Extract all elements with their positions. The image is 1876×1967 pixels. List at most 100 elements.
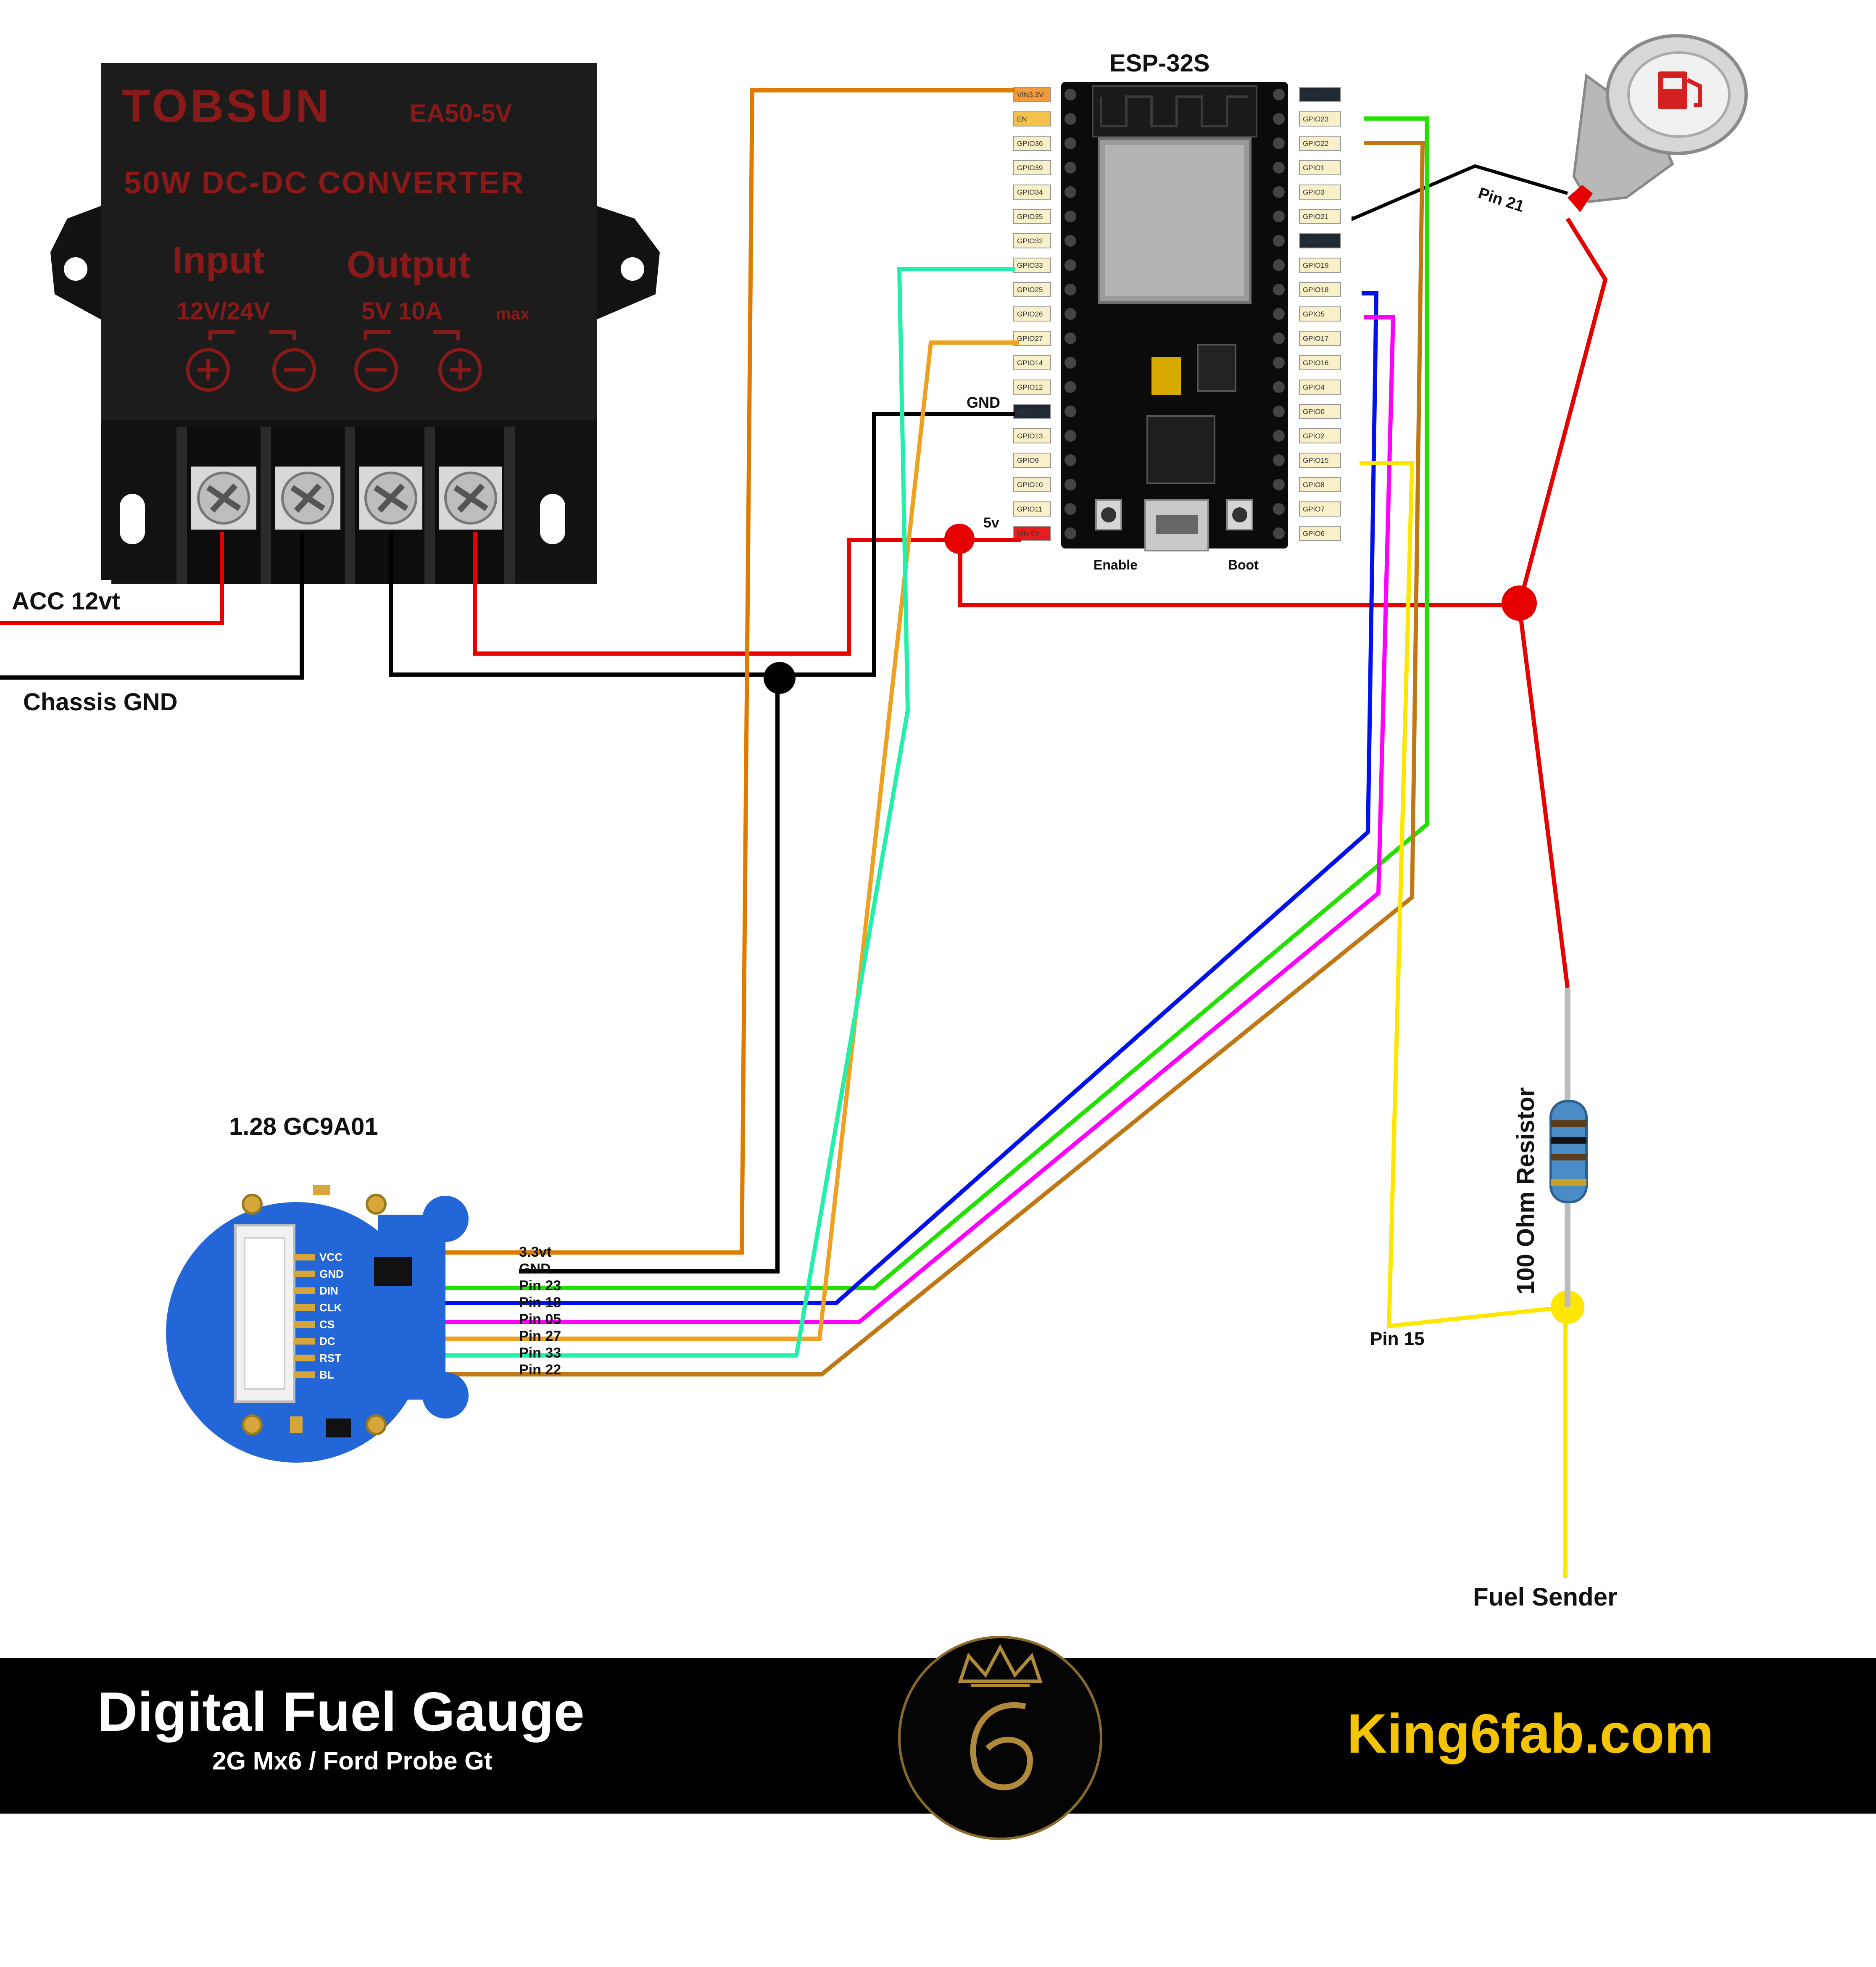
wire-acc-12v <box>0 532 224 625</box>
esp32-right-pin-label: GPIO8 <box>1303 481 1325 489</box>
esp32-left-pin: GPIO39 <box>1013 160 1076 175</box>
esp32-right-pin-label: GPIO2 <box>1303 432 1325 440</box>
esp32-left-pin: GPIO25 <box>1013 282 1076 297</box>
esp32-right-pin-header: GNDGPIO23GPIO22GPIO1GPIO3GPIO21GNDGPIO19… <box>1273 87 1341 541</box>
esp32-left-pin: GPIO33 <box>1013 258 1076 273</box>
esp32-left-pin: GPIO26 <box>1013 306 1076 322</box>
esp32-right-pin-label: GPIO6 <box>1303 530 1325 538</box>
junction-5v <box>944 524 975 554</box>
esp32-right-pin: GPIO23 <box>1273 111 1341 127</box>
esp32-left-pin-label: GPIO9 <box>1017 456 1039 464</box>
wire-5v-branch <box>958 540 1519 607</box>
footer-subtitle: 2G Mx6 / Ford Probe Gt <box>212 1747 493 1775</box>
esp32-left-pin-label: GPIO34 <box>1017 188 1043 196</box>
esp32-right-pin: GPIO16 <box>1273 355 1341 370</box>
esp32-left-pin: EN <box>1013 111 1076 127</box>
king6-crown-logo <box>898 1636 1102 1840</box>
esp32-right-pin-label: GND <box>1303 91 1319 99</box>
esp32-right-pin: GPIO3 <box>1273 185 1341 200</box>
esp32-right-pin-label: GPIO5 <box>1303 310 1325 318</box>
footer-banner: Digital Fuel Gauge 2G Mx6 / Ford Probe G… <box>0 1636 1876 1840</box>
esp32-right-pin-label: GPIO21 <box>1303 213 1328 221</box>
wire-rst-pin33 <box>370 267 1015 1358</box>
esp32-left-pin: GPIO32 <box>1013 233 1076 248</box>
esp32-left-pin-label: VIN3.3V <box>1017 91 1044 99</box>
display-pin-pad <box>294 1355 315 1361</box>
terminal-dividers <box>177 427 515 584</box>
esp32-left-pin: GPIO14 <box>1013 355 1076 370</box>
display-pin-pad <box>294 1304 315 1311</box>
fuel-pump-icon <box>1658 71 1702 109</box>
esp32-left-pin: GPIO10 <box>1013 477 1076 492</box>
esp32-right-pin-label: GPIO1 <box>1303 164 1325 172</box>
chassis-gnd-label: Chassis GND <box>23 688 177 716</box>
resistor-100-ohm: 100 Ohm Resistor <box>1512 988 1588 1307</box>
esp32-right-pin: GPIO8 <box>1273 477 1341 492</box>
wire-pin15-yellow <box>1360 461 1568 1578</box>
esp32-right-pin-label: GPIO7 <box>1303 505 1325 513</box>
wires <box>0 88 1608 1578</box>
input-plus-icon <box>186 348 230 392</box>
display-wire-label: GND <box>519 1261 551 1277</box>
fuel-sender-label: Fuel Sender <box>1473 1583 1617 1611</box>
bottom-mount-slot-left <box>120 494 145 544</box>
esp32-right-pin: GPIO18 <box>1273 282 1341 297</box>
bottom-mount-slot-right <box>540 494 565 544</box>
esp32-left-pin: GPIO13 <box>1013 428 1076 443</box>
esp32-right-pin-label: GPIO17 <box>1303 335 1328 343</box>
display-wire-label: 3.3vt <box>519 1244 552 1260</box>
wire-display-vcc <box>345 88 1015 1255</box>
resistor-label: 100 Ohm Resistor <box>1512 1087 1539 1295</box>
esp32-right-pin-label: GND <box>1303 237 1319 245</box>
junction-dots <box>764 524 1584 1324</box>
enable-label: Enable <box>1093 557 1138 572</box>
esp32-left-pin: GPIO34 <box>1013 185 1076 200</box>
wire-clk-pin18 <box>370 291 1379 1305</box>
esp32-small-chip <box>1151 357 1181 395</box>
wire-din-pin23 <box>370 116 1429 1290</box>
esp32-right-pin: GPIO19 <box>1273 258 1341 273</box>
dc-dc-converter: TOBSUN EA50-5V 50W DC-DC CONVERTER Input… <box>50 63 660 584</box>
esp32-left-pin-label: GPIO26 <box>1017 310 1043 318</box>
esp32-left-pin-label: GPIO36 <box>1017 140 1043 148</box>
converter-output-range: 5V 10A <box>361 298 443 325</box>
wire-display-gnd <box>519 677 780 1274</box>
display-pin-label: DC <box>319 1335 335 1347</box>
display-pin-pad <box>294 1338 315 1345</box>
esp32-left-pin-label: GPIO32 <box>1017 237 1043 245</box>
display-pin-label: GND <box>319 1268 344 1280</box>
converter-output-max: max <box>496 305 530 323</box>
terminal-screws <box>191 467 502 530</box>
display-wire-label: Pin 23 <box>519 1278 561 1294</box>
acc-12v-label: ACC 12vt <box>12 588 120 615</box>
wire-red-sender <box>1517 217 1608 988</box>
display-pin-pad <box>294 1271 315 1277</box>
esp32-left-pin: GND <box>1013 404 1076 419</box>
esp32-right-pin: GPIO17 <box>1273 331 1341 346</box>
esp32-right-pin-label: GPIO23 <box>1303 115 1328 123</box>
esp32-right-pin: GPIO7 <box>1273 501 1341 517</box>
esp32-left-pin-label: GPIO10 <box>1017 481 1043 489</box>
display-pin-label: DIN <box>319 1284 338 1297</box>
mounting-holes <box>242 1194 387 1435</box>
fuel-warning-button <box>1568 34 1748 212</box>
display-wire-label: Pin 33 <box>519 1345 561 1361</box>
converter-input-range: 12V/24V <box>177 298 270 325</box>
display-wire-label: Pin 05 <box>519 1311 561 1327</box>
esp32-left-pin: GPIO9 <box>1013 453 1076 468</box>
esp32-right-pin-label: GPIO4 <box>1303 383 1325 391</box>
display-title: 1.28 GC9A01 <box>229 1113 378 1140</box>
footer-title: Digital Fuel Gauge <box>97 1681 585 1743</box>
esp32-left-pin-label: GPIO33 <box>1017 261 1043 269</box>
esp32-5v-label: 5v <box>983 515 999 531</box>
converter-title: 50W DC-DC CONVERTER <box>124 165 524 200</box>
footer-website: King6fab.com <box>1347 1703 1714 1764</box>
esp32-left-pin-label: GPIO11 <box>1017 505 1042 513</box>
esp32-gnd-label: GND <box>967 394 1000 411</box>
esp32-antenna <box>1092 85 1257 137</box>
esp32-regulator <box>1197 344 1236 392</box>
display-wire-label: Pin 22 <box>519 1362 561 1378</box>
